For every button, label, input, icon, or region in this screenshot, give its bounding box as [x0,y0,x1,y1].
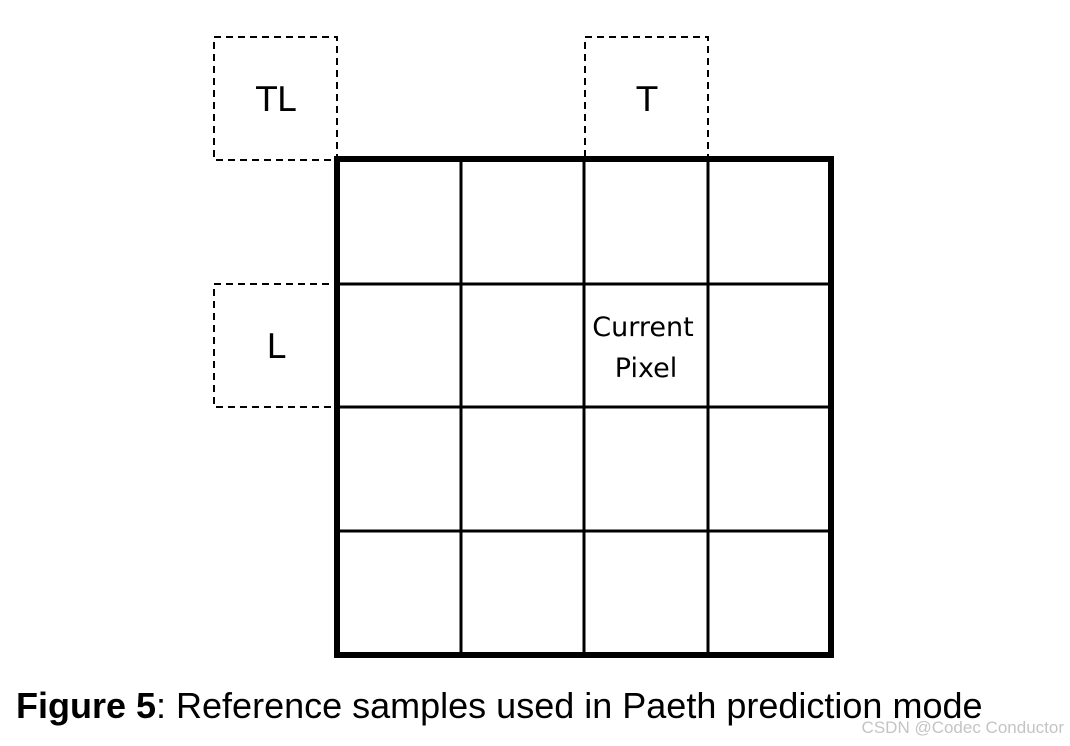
reference-box-tl [213,36,338,161]
figure-label: Figure 5 [16,685,157,726]
watermark: CSDN @Codec Conductor [861,718,1064,737]
label-tl: TL [255,80,296,120]
current-pixel-label-line2: Pixel [615,353,677,384]
reference-box-t [584,36,709,161]
pixel-grid-lines [337,159,831,655]
figure-caption: Figure 5: Reference samples used in Paet… [16,686,983,726]
current-pixel-label-line1: Current [592,312,693,343]
label-l: L [267,327,286,367]
block-border [334,156,834,658]
caption-text: : Reference samples used in Paeth predic… [156,685,983,726]
label-t: T [636,80,658,120]
